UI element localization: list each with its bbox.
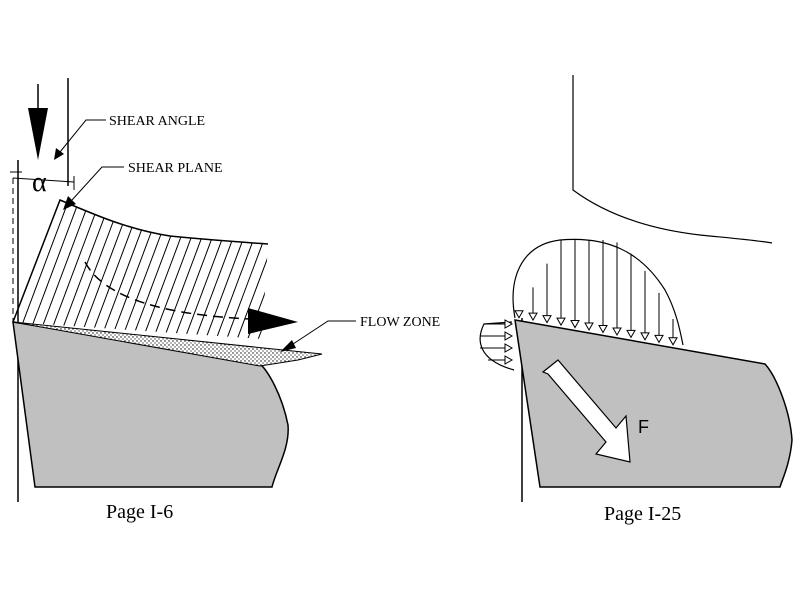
chip-hatch-line	[224, 200, 268, 339]
chip-hatch-line	[24, 200, 84, 339]
left-diagram: α SHEAR ANGLE SHEAR PLANE FLOW ZONE Page…	[10, 78, 440, 523]
chip-hatch-line	[234, 200, 268, 339]
normal-stress-arrow-head	[570, 320, 580, 329]
chip-hatch-line	[171, 200, 231, 339]
left-tool-body	[12, 321, 289, 488]
shear-stress-arrow-head	[504, 343, 514, 353]
chip-hatch-line	[14, 200, 73, 339]
chip-flow-dashed-path	[84, 261, 251, 320]
right-chip-outline	[572, 75, 773, 244]
shear-stress-envelope	[479, 321, 515, 371]
cutting-direction-arrow-head	[28, 108, 48, 160]
normal-stress-arrow-head	[612, 327, 622, 336]
normal-stress-envelope	[512, 238, 684, 346]
right-caption: Page I-25	[604, 503, 681, 525]
chip-hatch-line	[77, 200, 136, 339]
chip-hatch-line	[66, 200, 126, 339]
left-caption: Page I-6	[106, 501, 173, 523]
shear-stress-arrow-head	[504, 331, 514, 341]
normal-stress-arrow-head	[556, 317, 566, 327]
normal-stress-arrow-head	[528, 312, 538, 322]
chip-hatch-line	[119, 200, 178, 339]
shear-stress-arrow-head	[504, 355, 514, 365]
alpha-symbol: α	[32, 167, 47, 198]
normal-stress-arrow-head	[668, 337, 678, 346]
normal-stress-arrow-head	[640, 332, 650, 341]
flow-zone-label: FLOW ZONE	[360, 315, 440, 330]
chip-hatch-line	[56, 200, 115, 339]
normal-stress-arrow-head	[626, 329, 636, 339]
right-tool-body	[514, 319, 793, 488]
resultant-force-arrow	[541, 359, 631, 463]
shear-stress-arrow-head	[504, 319, 514, 329]
flow-zone-leader	[289, 320, 356, 347]
shear-angle-leader-arrow	[54, 148, 64, 160]
chip-hatch-line	[182, 200, 241, 339]
chip-hatch-line	[192, 200, 252, 339]
normal-stress-arrow-head	[598, 324, 608, 334]
right-diagram: F Page I-25	[479, 75, 793, 525]
shear-angle-label: SHEAR ANGLE	[109, 114, 205, 129]
shear-angle-leader	[59, 119, 106, 153]
chip-hatch-line	[108, 200, 168, 339]
shear-plane-label: SHEAR PLANE	[128, 161, 223, 176]
normal-stress-arrow-head	[654, 334, 664, 344]
chip-hatch-line	[87, 200, 147, 339]
chip-hatch-line	[129, 200, 189, 339]
shear-stress-arrows	[480, 319, 514, 365]
chip-outline	[12, 199, 269, 323]
normal-stress-arrow-head	[514, 310, 524, 319]
chip-hatch-line	[45, 200, 105, 339]
shear-plane-leader-arrow	[63, 196, 76, 210]
chip-hatch-line	[161, 200, 220, 339]
chip-hatch-line	[98, 200, 157, 339]
flow-zone-band	[12, 321, 323, 367]
chip-hatch-line	[35, 200, 94, 339]
chip-hatch-line	[140, 200, 199, 339]
alpha-dimension-line	[12, 177, 75, 183]
chip-hatch-line	[150, 200, 210, 339]
force-label: F	[638, 417, 649, 437]
chip-flow-arrow-head	[248, 308, 298, 334]
normal-stress-arrow-head	[584, 322, 594, 332]
shear-plane-leader	[71, 166, 124, 201]
normal-stress-arrows	[514, 240, 678, 346]
flow-zone-leader-arrow	[280, 340, 296, 352]
normal-stress-arrow-head	[542, 315, 552, 324]
